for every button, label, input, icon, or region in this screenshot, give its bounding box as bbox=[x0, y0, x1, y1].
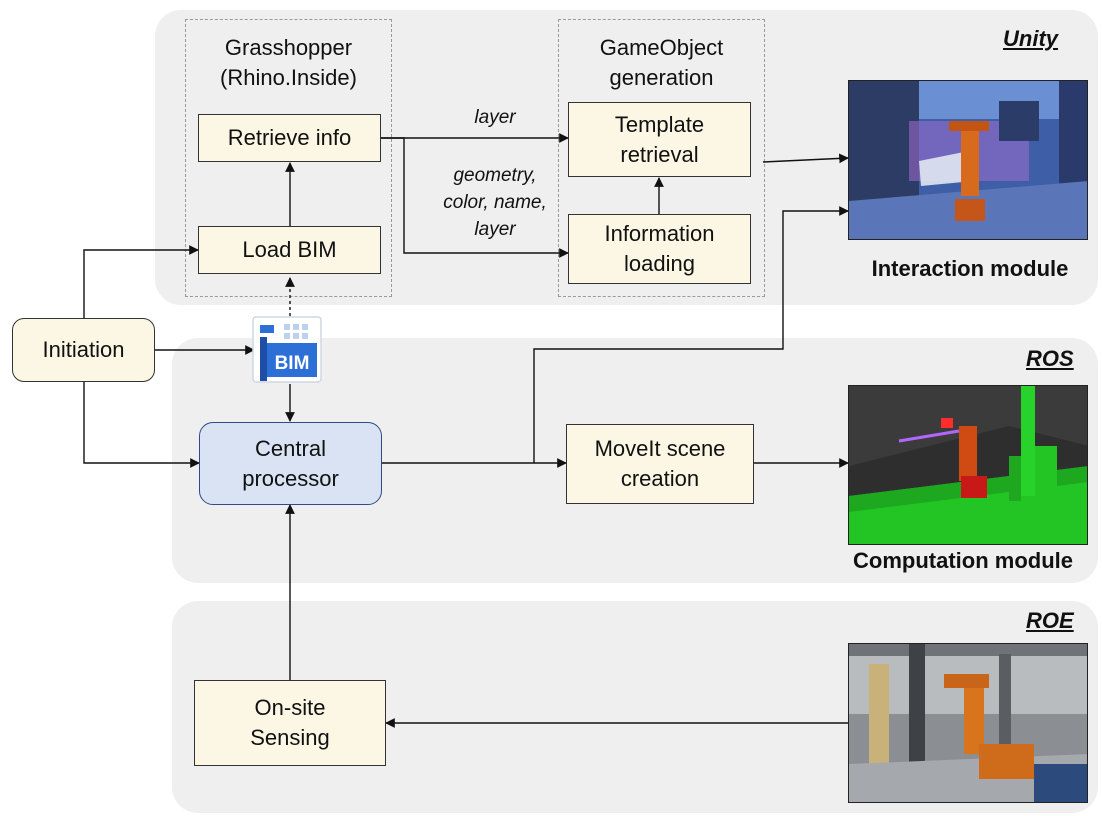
bim-file-icon: BIM bbox=[252, 316, 322, 383]
grasshopper-group bbox=[185, 19, 392, 297]
computation-module-label: Computation module bbox=[853, 548, 1073, 573]
gameobject-group bbox=[558, 19, 765, 297]
retrieve-info-box: Retrieve info bbox=[198, 114, 381, 162]
edge-label-geometry: geometry, color, name, layer bbox=[443, 165, 547, 240]
onsite-robot-photo bbox=[848, 643, 1088, 803]
arrow-retrieve-to-infoloading bbox=[381, 137, 569, 258]
initiation-box: Initiation bbox=[12, 318, 155, 382]
interaction-module-image bbox=[848, 80, 1088, 240]
interaction-module-label: Interaction module bbox=[871, 256, 1069, 281]
information-loading-box: Information loading bbox=[568, 214, 751, 284]
env-label-unity: Unity bbox=[1003, 26, 1058, 51]
env-label-roe: ROE bbox=[1026, 608, 1074, 633]
template-retrieval-box: Template retrieval bbox=[568, 102, 751, 177]
gameobject-title: GameObject generation bbox=[599, 35, 724, 90]
env-label-ros: ROS bbox=[1026, 346, 1074, 371]
onsite-sensing-box: On-site Sensing bbox=[194, 680, 386, 766]
grasshopper-title: Grasshopper (Rhino.Inside) bbox=[220, 35, 357, 90]
bim-icon-label: BIM bbox=[275, 353, 310, 374]
arrow-initiation-to-central bbox=[83, 382, 200, 468]
central-processor-box: Central processor bbox=[199, 422, 382, 505]
arrow-template-to-unity-view bbox=[762, 153, 849, 164]
moveit-scene-box: MoveIt scene creation bbox=[566, 424, 754, 504]
edge-label-layer: layer bbox=[474, 107, 516, 128]
load-bim-box: Load BIM bbox=[198, 226, 381, 274]
arrow-central-to-unity-view bbox=[533, 206, 849, 463]
computation-module-image bbox=[848, 385, 1088, 545]
arrow-initiation-to-loadbim bbox=[83, 245, 199, 318]
